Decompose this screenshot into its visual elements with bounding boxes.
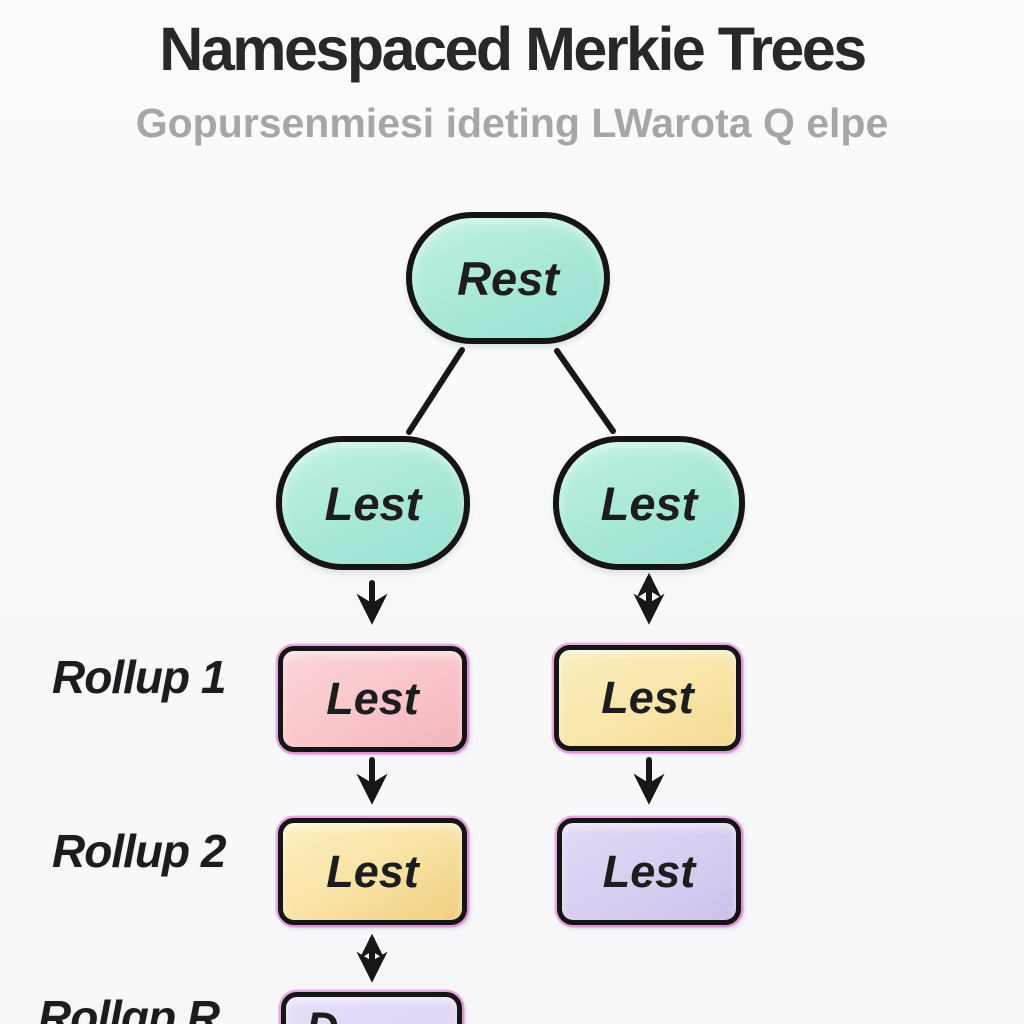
tree-level2-right-label: Lest: [600, 476, 698, 530]
tree-root-label: Rest: [457, 251, 559, 305]
page-subtitle: Gopursenmiesi ideting LWarota Q elpe: [135, 100, 889, 146]
tree-root-node: Rest: [406, 212, 610, 344]
rollupR-left-leaf-label: D: [306, 1003, 339, 1024]
rollup1-right-leaf-label: Lest: [601, 672, 694, 723]
rollup1-right-leaf-node: Lest: [554, 645, 741, 751]
rollup1-left-leaf-label: Lest: [326, 673, 419, 724]
edge-root-to-left-child: [406, 347, 465, 435]
rollup1-left-leaf-node: Lest: [278, 646, 467, 752]
rollup-2-row-label: Rollup 2: [52, 825, 226, 877]
tree-level2-right-node: Lest: [553, 436, 745, 570]
rollup2-right-leaf-label: Lest: [602, 845, 696, 897]
page-title: Namespaced Merkie Trees: [159, 15, 867, 83]
tree-level2-left-node: Lest: [276, 436, 470, 570]
rollupR-left-leaf-node: D: [281, 992, 462, 1024]
rollup-1-row-label: Rollup 1: [52, 651, 226, 703]
rollup-r-row-label: Rollgp R: [38, 991, 220, 1024]
edge-root-to-right-child: [554, 348, 616, 434]
rollup2-right-leaf-node: Lest: [557, 818, 741, 925]
tree-level2-left-label: Lest: [324, 476, 422, 530]
rollup2-left-leaf-label: Lest: [326, 845, 419, 897]
rollup2-left-leaf-node: Lest: [278, 818, 467, 925]
